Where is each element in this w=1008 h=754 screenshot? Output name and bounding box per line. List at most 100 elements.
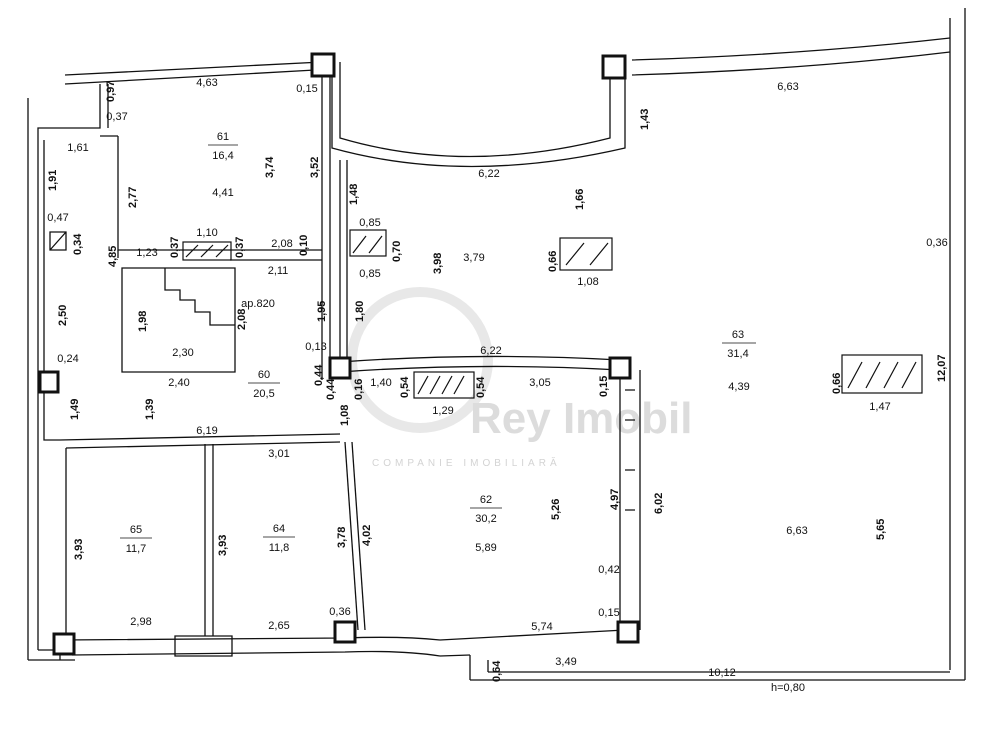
room-60-number: 60: [258, 369, 270, 381]
dim-0-66-a: 0,66: [547, 251, 559, 272]
dim-0-15-a: 0,15: [296, 83, 317, 95]
dim-5-74: 5,74: [531, 621, 552, 633]
dim-0-10: 0,10: [298, 235, 310, 256]
dim-0-16: 0,16: [353, 379, 365, 400]
dim-6-63-b: 6,63: [786, 525, 807, 537]
dim-0-66-b: 0,66: [831, 373, 843, 394]
dim-0-54-b: 0,54: [475, 376, 487, 398]
dim-3-49: 3,49: [555, 656, 576, 668]
dim-0-42: 0,42: [598, 564, 619, 576]
dim-4-63: 4,63: [196, 77, 217, 89]
dim-0-64: 0,64: [491, 660, 503, 682]
room-62-number: 62: [480, 494, 492, 506]
dim-0-37-a: 0,37: [106, 111, 127, 123]
dim-4-02: 4,02: [361, 525, 373, 546]
dim-0-37-c: 0,37: [234, 237, 246, 258]
dim-3-98: 3,98: [432, 253, 444, 274]
dim-3-79: 3,79: [463, 252, 484, 264]
dim-3-78: 3,78: [336, 527, 348, 548]
dim-0-97: 0,97: [105, 81, 117, 102]
dim-2-40: 2,40: [168, 377, 189, 389]
dim-1-43: 1,43: [639, 109, 651, 130]
dim-0-54-a: 0,54: [399, 376, 411, 398]
dim-2-08-a: 2,08: [271, 238, 292, 250]
dim-4-41: 4,41: [212, 187, 233, 199]
room-64-number: 64: [273, 523, 285, 535]
dim-0-44-a: 0,44: [313, 364, 325, 386]
dim-1-47: 1,47: [869, 401, 890, 413]
dim-3-93-a: 3,93: [73, 539, 85, 560]
room-62-area: 30,2: [475, 513, 496, 525]
room-65-number: 65: [130, 524, 142, 536]
vertical-dimensions: 0,97 1,91 0,34 4,85 2,77 3,74 3,52 0,37 …: [47, 81, 948, 682]
dim-2-30: 2,30: [172, 347, 193, 359]
dim-0-36-b: 0,36: [926, 237, 947, 249]
dim-1-98: 1,98: [137, 311, 149, 332]
dim-0-70: 0,70: [391, 241, 403, 262]
dim-4-85: 4,85: [107, 246, 119, 267]
horizontal-dimensions: 4,63 0,15 0,37 1,61 0,47 4,41 1,23 1,10 …: [47, 77, 947, 679]
dim-0-44-b: 0,44: [325, 378, 337, 400]
room-61-area: 16,4: [212, 150, 233, 162]
dim-1-39: 1,39: [144, 399, 156, 420]
dim-2-65: 2,65: [268, 620, 289, 632]
dim-2-08-b: 2,08: [236, 309, 248, 330]
dim-0-37-b: 0,37: [169, 237, 181, 258]
dim-6-02: 6,02: [653, 493, 665, 514]
dim-0-24: 0,24: [57, 353, 78, 365]
room-63-area: 31,4: [727, 348, 748, 360]
room-64-area: 11,8: [269, 542, 290, 554]
dim-3-93-b: 3,93: [217, 535, 229, 556]
dim-5-26: 5,26: [550, 499, 562, 520]
dim-1-29: 1,29: [432, 405, 453, 417]
dim-1-48: 1,48: [348, 184, 360, 205]
dim-0-85-a: 0,85: [359, 217, 380, 229]
room-61-number: 61: [217, 131, 229, 143]
dim-2-11: 2,11: [268, 265, 289, 277]
dim-1-49: 1,49: [69, 399, 81, 420]
dim-0-34: 0,34: [72, 233, 84, 255]
dim-6-63-a: 6,63: [777, 81, 798, 93]
dim-12-07: 12,07: [936, 354, 948, 382]
dim-5-65: 5,65: [875, 519, 887, 540]
dim-6-22-b: 6,22: [480, 345, 501, 357]
height-note: h=0,80: [771, 682, 805, 694]
dim-1-08: 1,08: [339, 405, 351, 426]
dim-0-15-c: 0,15: [598, 607, 619, 619]
dim-0-85-b: 0,85: [359, 268, 380, 280]
dim-1-66: 1,66: [574, 189, 586, 210]
dim-2-77: 2,77: [127, 187, 139, 208]
dim-6-22-a: 6,22: [478, 168, 499, 180]
dim-3-05: 3,05: [529, 377, 550, 389]
room-labels: 61 16,4 60 20,5 63 31,4 62 30,2 65 11,7 …: [120, 131, 756, 555]
watermark: Rey Imobil COMPANIE IMOBILIARĂ: [347, 287, 693, 469]
dim-0-15-b: 0,15: [598, 376, 610, 397]
dim-3-74: 3,74: [264, 156, 276, 178]
dim-0-13: 0,13: [305, 341, 326, 353]
watermark-tagline: COMPANIE IMOBILIARĂ: [372, 456, 561, 469]
dim-1-10: 1,10: [196, 227, 217, 239]
dim-0-47: 0,47: [47, 212, 68, 224]
dim-1-61: 1,61: [67, 142, 88, 154]
dim-2-98: 2,98: [130, 616, 151, 628]
dim-1-91: 1,91: [47, 170, 59, 191]
dim-3-52: 3,52: [309, 157, 321, 178]
room-65-area: 11,7: [126, 543, 147, 555]
dim-0-36-a: 0,36: [329, 606, 350, 618]
dim-2-50: 2,50: [57, 305, 69, 326]
dim-6-19: 6,19: [196, 425, 217, 437]
dim-4-97: 4,97: [609, 489, 621, 510]
dim-1-23: 1,23: [136, 247, 157, 259]
dim-1-40: 1,40: [370, 377, 391, 389]
dim-1-95: 1,95: [316, 301, 328, 322]
watermark-name: Rey Imobil: [470, 394, 693, 443]
dim-1-80: 1,80: [354, 301, 366, 322]
dim-10-12: 10,12: [708, 667, 736, 679]
dim-5-89: 5,89: [475, 542, 496, 554]
stair-label: ар.820: [241, 298, 275, 310]
dim-1-08-b: 1,08: [577, 276, 598, 288]
room-63-number: 63: [732, 329, 744, 341]
dim-3-01: 3,01: [268, 448, 289, 460]
room-60-area: 20,5: [253, 388, 274, 400]
